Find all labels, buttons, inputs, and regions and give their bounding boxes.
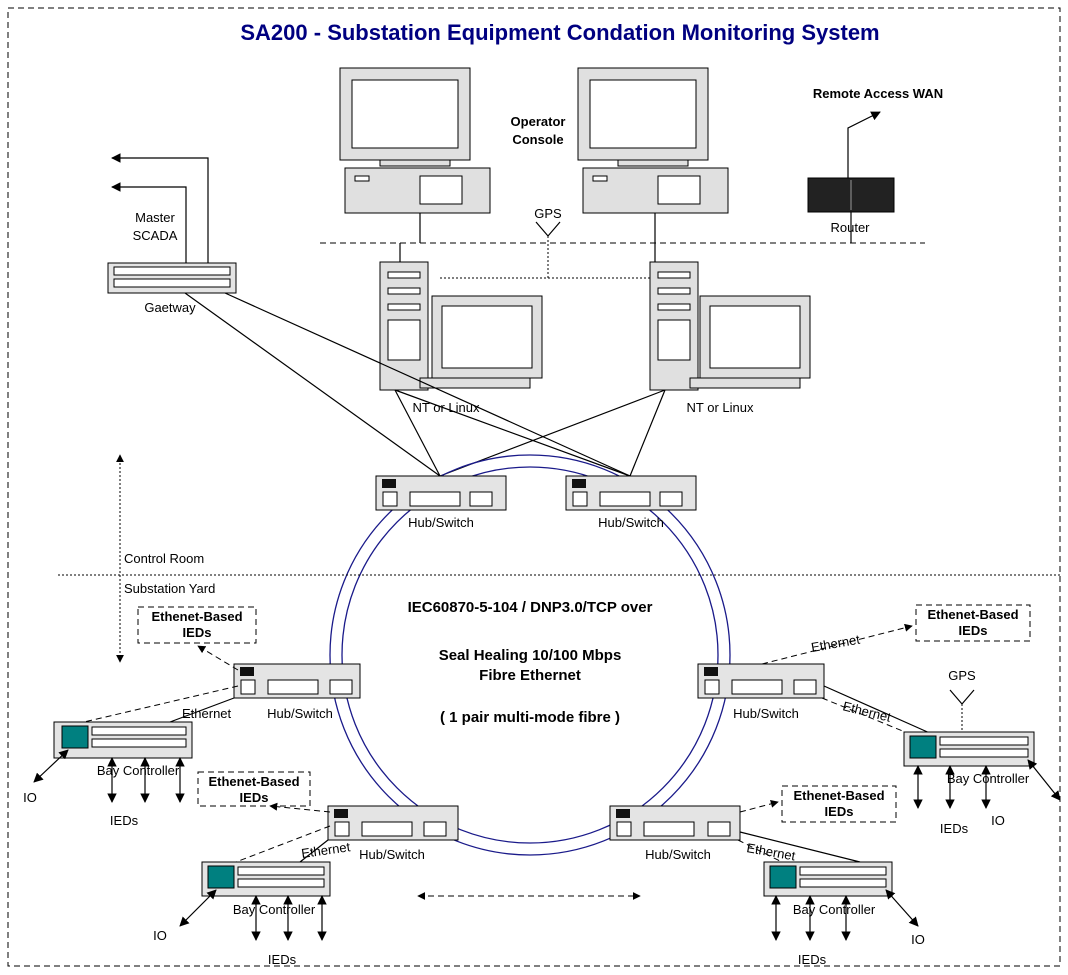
scada-link-1 <box>111 153 209 263</box>
ring-text-line3: Fibre Ethernet <box>479 667 581 684</box>
ied-box-right-mid-line1: Ethenet-Based <box>927 607 1018 622</box>
operator-console-label-2: Console <box>512 132 563 147</box>
ied-box-left-mid-line2: IEDs <box>183 625 212 640</box>
ethernet-label-right-mid-top: Ethernet <box>810 632 861 655</box>
io-label-left-bottom: IO <box>153 928 167 943</box>
ied-box-right-bottom-line2: IEDs <box>825 804 854 819</box>
remote-access-label: Remote Access WAN <box>813 86 943 101</box>
router-device <box>807 177 895 213</box>
ethernet-label-right-mid: Ethernet <box>841 698 893 725</box>
gateway-device <box>107 262 237 294</box>
hub-switch-left-bottom <box>327 805 459 841</box>
hub-label-right-mid: Hub/Switch <box>733 706 799 721</box>
io-label-right-mid: IO <box>991 813 1005 828</box>
ring-text-line4: ( 1 pair multi-mode fibre ) <box>440 709 620 726</box>
ring-text-line1: IEC60870-5-104 / DNP3.0/TCP over <box>408 599 653 616</box>
ied-box-right-mid <box>915 604 1031 642</box>
hub-switch-right-mid <box>697 663 825 699</box>
hub-label-top-left: Hub/Switch <box>408 515 474 530</box>
server-left <box>379 261 543 391</box>
diagram-title: SA200 - Substation Equipment Condation M… <box>240 20 879 45</box>
ethernet-label-left-bottom: Ethernet <box>300 839 351 861</box>
server-left-label: NT or Linux <box>413 400 480 415</box>
hub-label-right-bottom: Hub/Switch <box>645 847 711 862</box>
fibre-ring-outer <box>329 454 731 856</box>
ied-box-left-bottom <box>197 771 311 807</box>
bay-controller-right-bottom <box>763 861 893 897</box>
ied-box-right-mid-line2: IEDs <box>959 623 988 638</box>
hub-label-left-mid: Hub/Switch <box>267 706 333 721</box>
scada-link-2 <box>111 182 187 263</box>
router-label: Router <box>830 220 870 235</box>
io-label-left-mid: IO <box>23 790 37 805</box>
bay-controller-right-mid <box>903 731 1035 767</box>
ring-text-line2: Seal Healing 10/100 Mbps <box>439 647 622 664</box>
ied-box-right-bottom <box>781 785 897 823</box>
control-room-label: Control Room <box>124 551 204 566</box>
gps-label-top: GPS <box>534 206 562 221</box>
gps-label-right: GPS <box>948 668 976 683</box>
ied-box-left-bottom-line2: IEDs <box>240 790 269 805</box>
ied-box-right-bottom-line1: Ethenet-Based <box>793 788 884 803</box>
gateway-label: Gaetway <box>144 300 196 315</box>
ieds-label-right-mid: IEDs <box>940 821 969 836</box>
hub-switch-left-mid <box>233 663 361 699</box>
ied-box-left-mid-line1: Ethenet-Based <box>151 609 242 624</box>
bay-controller-label-right-bottom: Bay Controller <box>793 902 876 917</box>
substation-yard-label: Substation Yard <box>124 581 215 596</box>
master-scada-label-2: SCADA <box>133 228 178 243</box>
server-right <box>649 261 811 391</box>
bay-controller-left-mid <box>53 721 193 759</box>
hub-label-top-right: Hub/Switch <box>598 515 664 530</box>
io-label-right-bottom: IO <box>911 932 925 947</box>
ied-box-left-bottom-line1: Ethenet-Based <box>208 774 299 789</box>
ieds-label-right-bottom: IEDs <box>798 952 827 967</box>
ieds-label-left-bottom: IEDs <box>268 952 297 967</box>
hub-switch-right-bottom <box>609 805 741 841</box>
ieds-label-left-mid: IEDs <box>110 813 139 828</box>
hub-switch-top-left <box>375 475 507 511</box>
bay-controller-label-left-mid: Bay Controller <box>97 763 180 778</box>
operator-pc-right <box>577 67 729 214</box>
wan-link-arrow <box>847 111 881 178</box>
hub-switch-top-right <box>565 475 697 511</box>
fibre-ring-inner <box>341 466 719 844</box>
outer-frame <box>7 7 1061 967</box>
bay-controller-label-left-bottom: Bay Controller <box>233 902 316 917</box>
bay-controller-left-bottom <box>201 861 331 897</box>
operator-pc-left <box>339 67 491 214</box>
operator-console-label-1: Operator <box>511 114 566 129</box>
bay-controller-label-right-mid: Bay Controller <box>947 771 1030 786</box>
hub-label-left-bottom: Hub/Switch <box>359 847 425 862</box>
master-scada-label-1: Master <box>135 210 175 225</box>
ethernet-label-left-mid: Ethernet <box>182 706 232 721</box>
ied-box-left-mid <box>137 606 257 644</box>
server-right-label: NT or Linux <box>687 400 754 415</box>
gps-antenna-icon <box>440 221 650 279</box>
